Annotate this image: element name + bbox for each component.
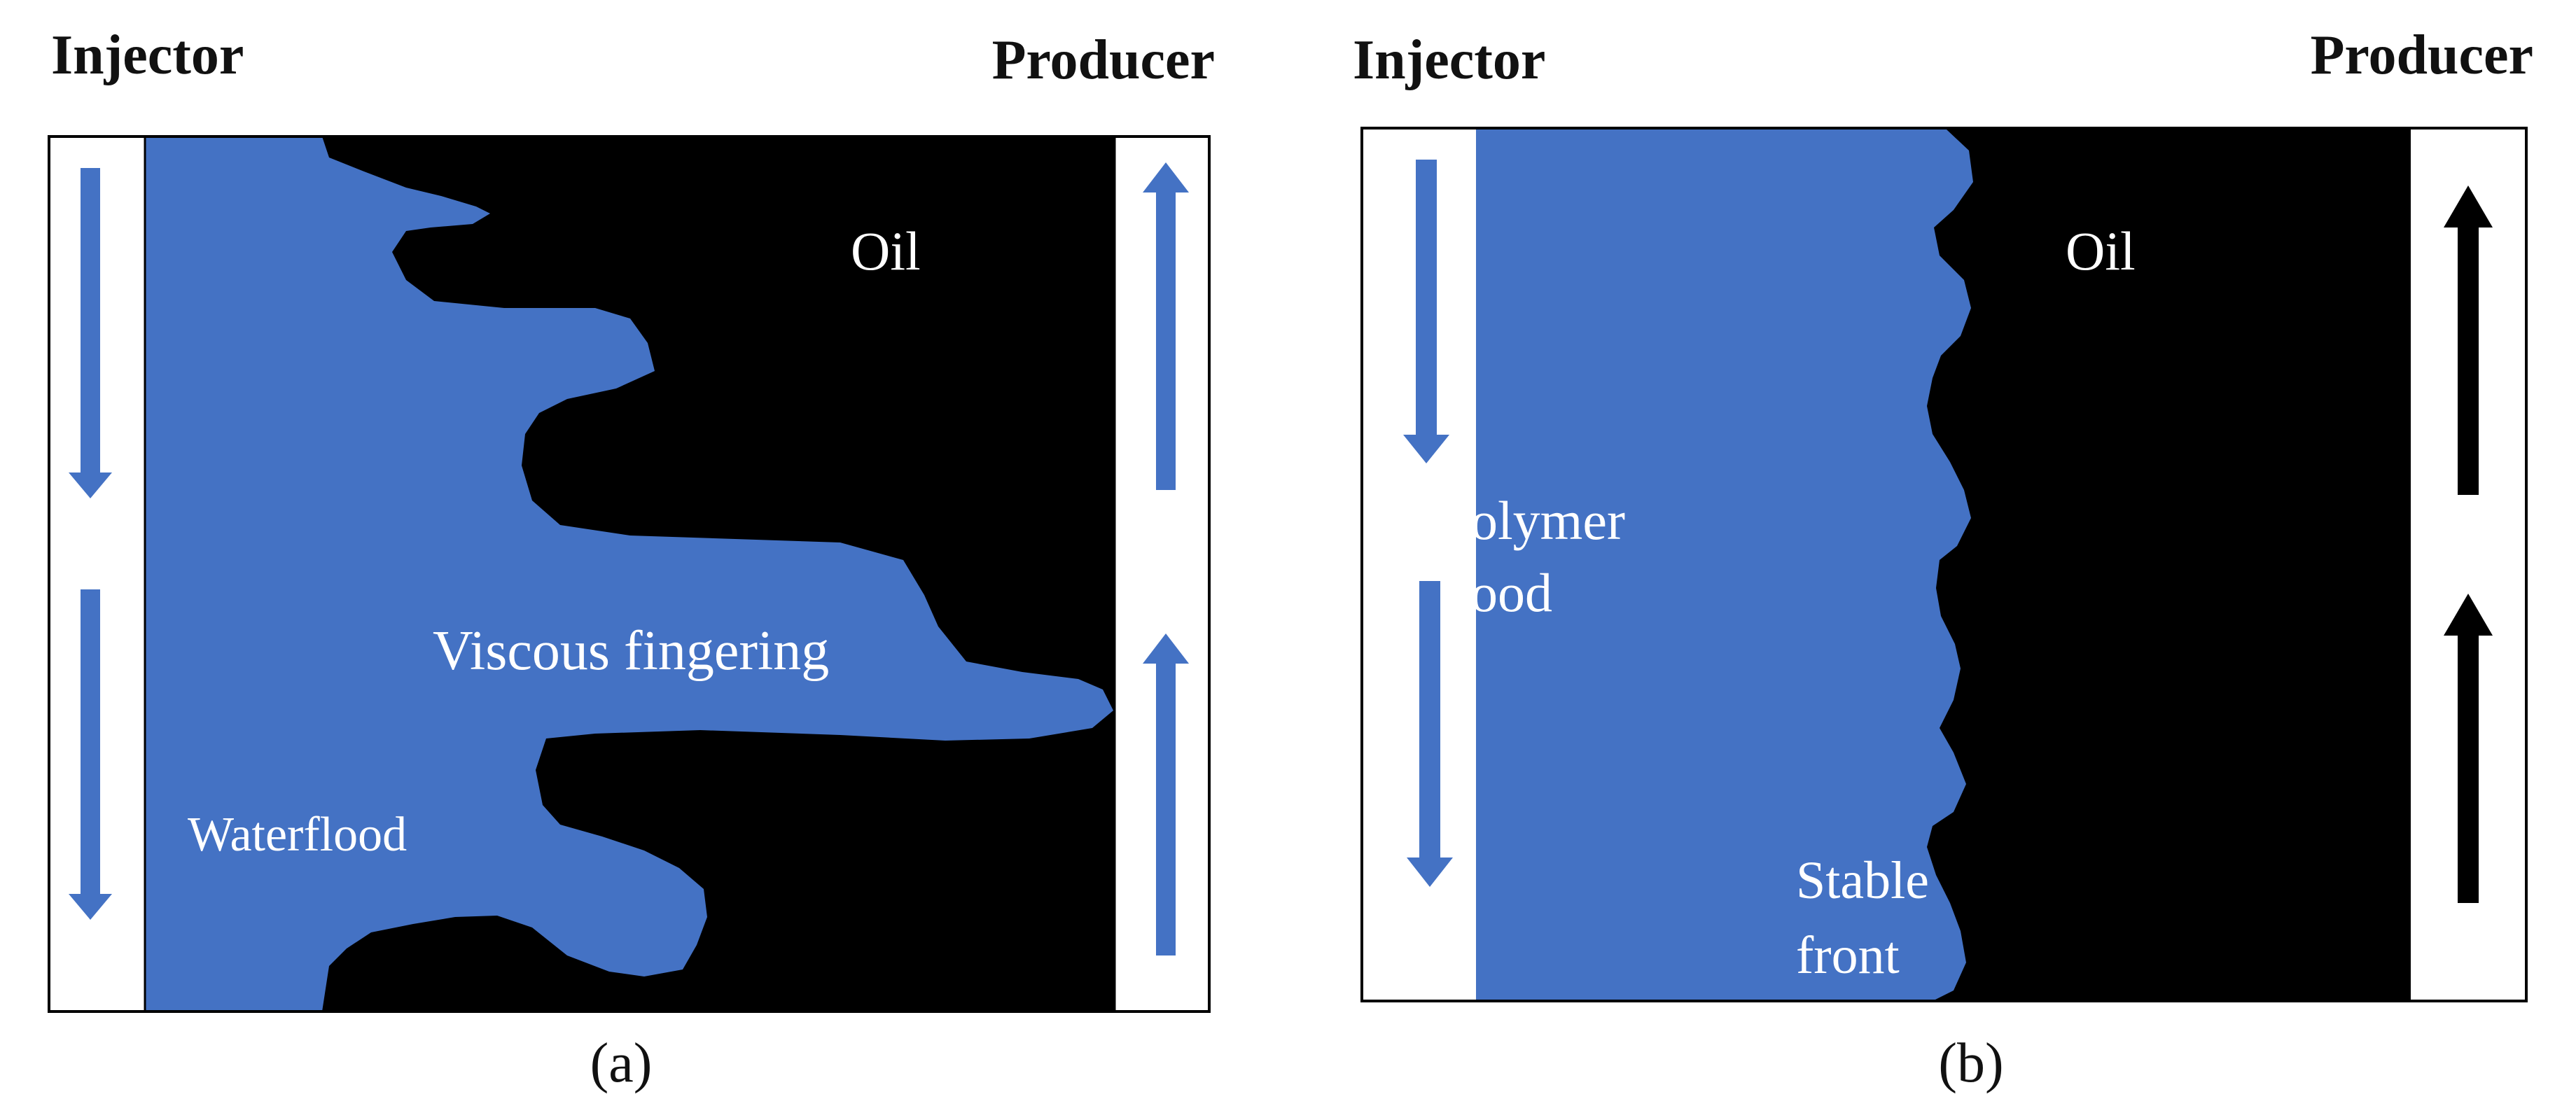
panel-b-injector-label: Injector: [1353, 29, 1545, 91]
panel-a-viscous-fingering-label: Viscous fingering: [433, 620, 829, 682]
panel-a-injector-arrow-upper: [69, 168, 112, 498]
panel-b-stable-front-label-line2: front: [1796, 926, 1900, 985]
panel-b-producer-arrow-lower: [2444, 594, 2493, 903]
panel-a: Injector Producer Oil Viscous fingering …: [48, 24, 1215, 1094]
panel-a-producer-arrow-upper: [1143, 162, 1189, 490]
panel-b-polymer-flood-region: [1476, 128, 1973, 1001]
panel-a-producer-arrow-lower: [1143, 634, 1189, 955]
panel-a-oil-label: Oil: [851, 220, 921, 281]
panel-a-producer-label: Producer: [992, 29, 1215, 91]
panel-a-waterflood-label: Waterflood: [188, 808, 407, 862]
panel-b-oil-label: Oil: [2066, 220, 2136, 281]
panel-b-producer-arrow-upper: [2444, 186, 2493, 495]
panel-b-injector-arrow-lower: [1407, 581, 1453, 887]
panel-a-frame: [48, 135, 1211, 1013]
panel-a-waterflood-region: [145, 136, 1113, 1011]
panel-b-frame: [1360, 127, 2528, 1002]
panel-a-injector-label: Injector: [51, 24, 244, 86]
panel-b-injector-arrow-upper: [1403, 160, 1449, 463]
panel-b-caption: (b): [1938, 1032, 2003, 1094]
panel-b: Injector Producer Oil olymer ood Stable …: [1353, 24, 2533, 1094]
panel-b-polymer-flood-label-line1: olymer: [1470, 490, 1625, 551]
panel-a-caption: (a): [590, 1032, 653, 1094]
panel-b-polymer-flood-label-line2: ood: [1470, 562, 1552, 623]
panel-b-producer-label: Producer: [2311, 24, 2533, 86]
panel-a-injector-arrow-lower: [69, 589, 112, 920]
panel-b-stable-front-label-line1: Stable: [1796, 851, 1929, 910]
